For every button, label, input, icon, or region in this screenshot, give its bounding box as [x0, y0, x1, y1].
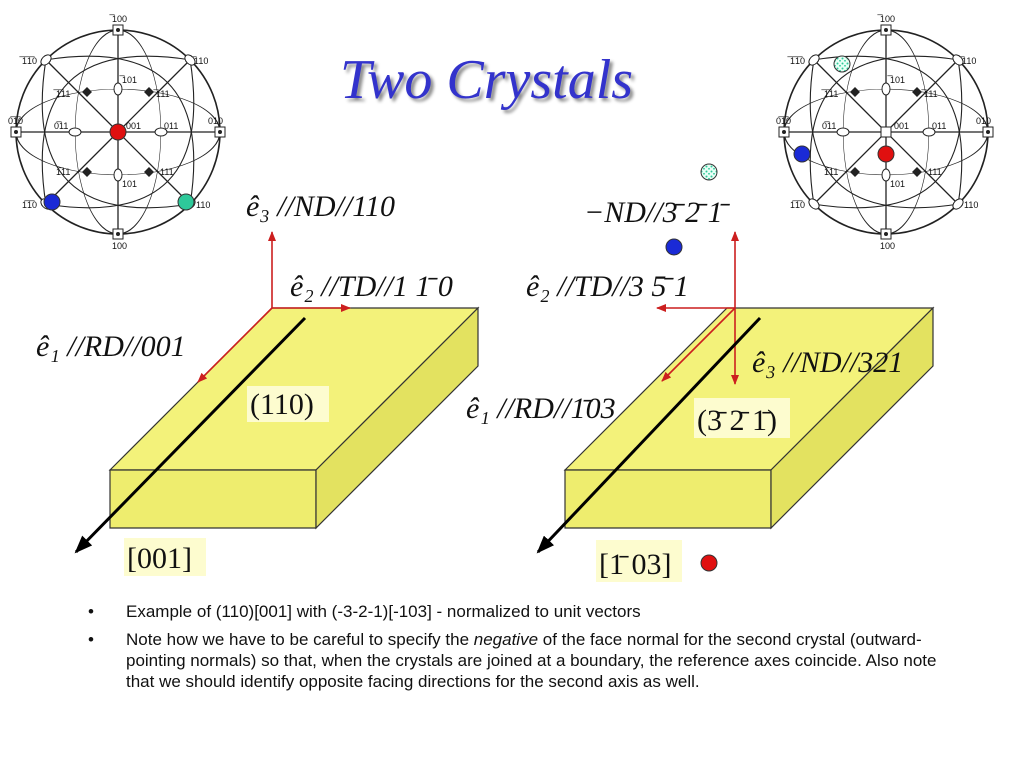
pole-label: 1̅11: [824, 167, 838, 177]
pole-label: 111: [160, 167, 174, 177]
e2-label-right: ê₂ //TD//3 5̄ 1: [526, 270, 689, 303]
bullet-text-post: of the face normal for the second crysta…: [126, 630, 937, 691]
bullet-list: • Example of (110)[001] with (-3-2-1)[-1…: [86, 601, 966, 699]
e2-label-left: ê₂ //TD//1 1̄ 0: [290, 270, 453, 303]
plane-label-left: (110): [250, 388, 314, 421]
pole-label: ̅1̅1̅0: [19, 56, 37, 66]
pole-label: 1̅1̅0: [22, 200, 37, 210]
pole-dot-speckled: [833, 55, 851, 73]
pole-label: 110: [964, 200, 978, 210]
plane-label-right: (3̄ 2̄ 1̄): [697, 404, 777, 437]
direction-label-bg-right: [596, 540, 682, 582]
direction-label-bg-left: [124, 538, 206, 576]
plane-label-bg-right: [694, 398, 790, 438]
direction-label-right: [1̄ 03]: [599, 548, 671, 581]
stereogram-left: ̅100 100 0̅1̅0 010 001 ̅1̅1̅0 ̅110 1̅1̅0…: [0, 9, 241, 255]
direction-arrow-left: [74, 316, 307, 554]
pole-label: 011: [932, 121, 946, 131]
pole-label: 101: [122, 179, 137, 189]
pole-label: 0̅11: [822, 121, 836, 131]
pole-label: ̅111: [153, 89, 170, 99]
bullet-dot: •: [88, 602, 94, 621]
pole-dot-red: [109, 123, 127, 141]
pole-label: 110: [196, 200, 210, 210]
pole-label: 100: [880, 241, 895, 251]
pole-label: ̅101: [119, 75, 137, 85]
e3-label-right: ê₃ //ND//321: [752, 346, 903, 379]
pole-label: 1̅1̅0: [790, 200, 805, 210]
bullet-text-pre: Note how we have to be careful to specif…: [126, 630, 474, 649]
pole-dot-blue: [793, 145, 811, 163]
rd-red-dot: [700, 554, 718, 572]
stereogram-right: ̅100 100 0̅1̅0 010 001 ̅1̅1̅0 ̅110 1̅1̅0…: [763, 9, 1009, 255]
direction-arrow-right: [536, 316, 762, 554]
pole-label: 0̅1̅0: [8, 116, 23, 126]
pole-label: ̅100: [109, 14, 127, 24]
pole-label: ̅1̅11: [821, 89, 838, 99]
plane-label-bg-left: [247, 386, 329, 422]
e1-label-right: ê₁ //RD//1̄03: [466, 392, 616, 425]
pole-label: ̅1̅11: [53, 89, 70, 99]
direction-label-left: [001]: [127, 542, 192, 575]
pole-label: 100: [112, 241, 127, 251]
pole-label: 111: [928, 167, 942, 177]
pole-label: 010: [976, 116, 991, 126]
pole-label: 001: [894, 121, 909, 131]
pole-label: ̅101: [887, 75, 905, 85]
pole-dot-green: [177, 193, 195, 211]
pole-label: 1̅11: [56, 167, 70, 177]
pole-label: ̅110: [191, 56, 208, 66]
bullet-item: • Note how we have to be careful to spec…: [86, 629, 966, 692]
pole-label: ̅111: [921, 89, 938, 99]
e3-label-left: ê₃ //ND//110: [246, 190, 395, 223]
pole-label: 0̅11: [54, 121, 68, 131]
pole-label: ̅1̅1̅0: [787, 56, 805, 66]
pole-label: 101: [890, 179, 905, 189]
pole-label: 011: [164, 121, 178, 131]
pole-label: 0̅1̅0: [776, 116, 791, 126]
bullet-item: • Example of (110)[001] with (-3-2-1)[-1…: [86, 601, 966, 622]
pole-label: 010: [208, 116, 223, 126]
pole-dot-blue: [43, 193, 61, 211]
pole-label: ̅100: [877, 14, 895, 24]
pole-dot-red: [877, 145, 895, 163]
axes-left: [197, 231, 351, 383]
e1-label-left: ê₁ //RD//001: [36, 330, 186, 363]
bullet-dot: •: [88, 630, 94, 649]
slide-title: Two Crystals: [340, 49, 634, 111]
bullet-emphasis: negative: [473, 630, 539, 649]
pole-label: 001: [126, 121, 141, 131]
slab-right: [563, 306, 935, 530]
bullet-text: Example of (110)[001] with (-3-2-1)[-103…: [126, 602, 641, 621]
td-blue-dot: [665, 238, 683, 256]
neg-nd-speckled-dot: [700, 163, 718, 181]
neg-nd-label-right: −ND//3̄ 2̄ 1̄: [584, 196, 731, 229]
pole-label: ̅110: [959, 56, 976, 66]
